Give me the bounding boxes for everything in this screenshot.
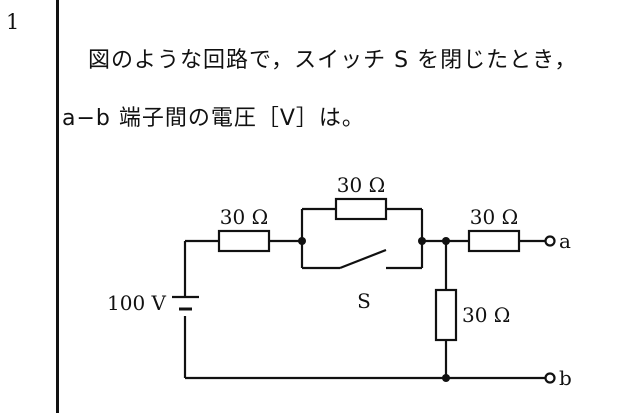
resistor-shunt: [434, 288, 458, 342]
junction-dot: [442, 237, 450, 245]
label-terminal-a: a: [559, 229, 571, 253]
question-text-line-2: a−b 端子間の電圧［V］は。: [62, 106, 365, 131]
terminal-b-circle: [544, 372, 556, 384]
question-text-line-1: 図のような回路で，スイッチ S を閉じたとき，: [88, 48, 578, 73]
label-resistor-series-left: 30 Ω: [220, 205, 268, 229]
junction-dot: [298, 237, 306, 245]
margin-rule: [56, 0, 59, 413]
label-source-voltage: 100 V: [107, 291, 167, 315]
switch-blade: [339, 248, 387, 270]
junction-dot: [442, 374, 450, 382]
junction-dot: [418, 237, 426, 245]
label-switch: S: [357, 289, 371, 313]
label-resistor-output-series: 30 Ω: [470, 205, 518, 229]
label-terminal-b: b: [559, 366, 572, 390]
resistor-parallel-top: [334, 197, 388, 221]
label-resistor-parallel-top: 30 Ω: [337, 173, 385, 197]
terminal-a-circle: [544, 235, 556, 247]
label-resistor-shunt: 30 Ω: [462, 303, 510, 327]
resistor-output-series: [467, 229, 521, 253]
resistor-series-left: [217, 229, 271, 253]
question-number: 1: [6, 10, 20, 34]
